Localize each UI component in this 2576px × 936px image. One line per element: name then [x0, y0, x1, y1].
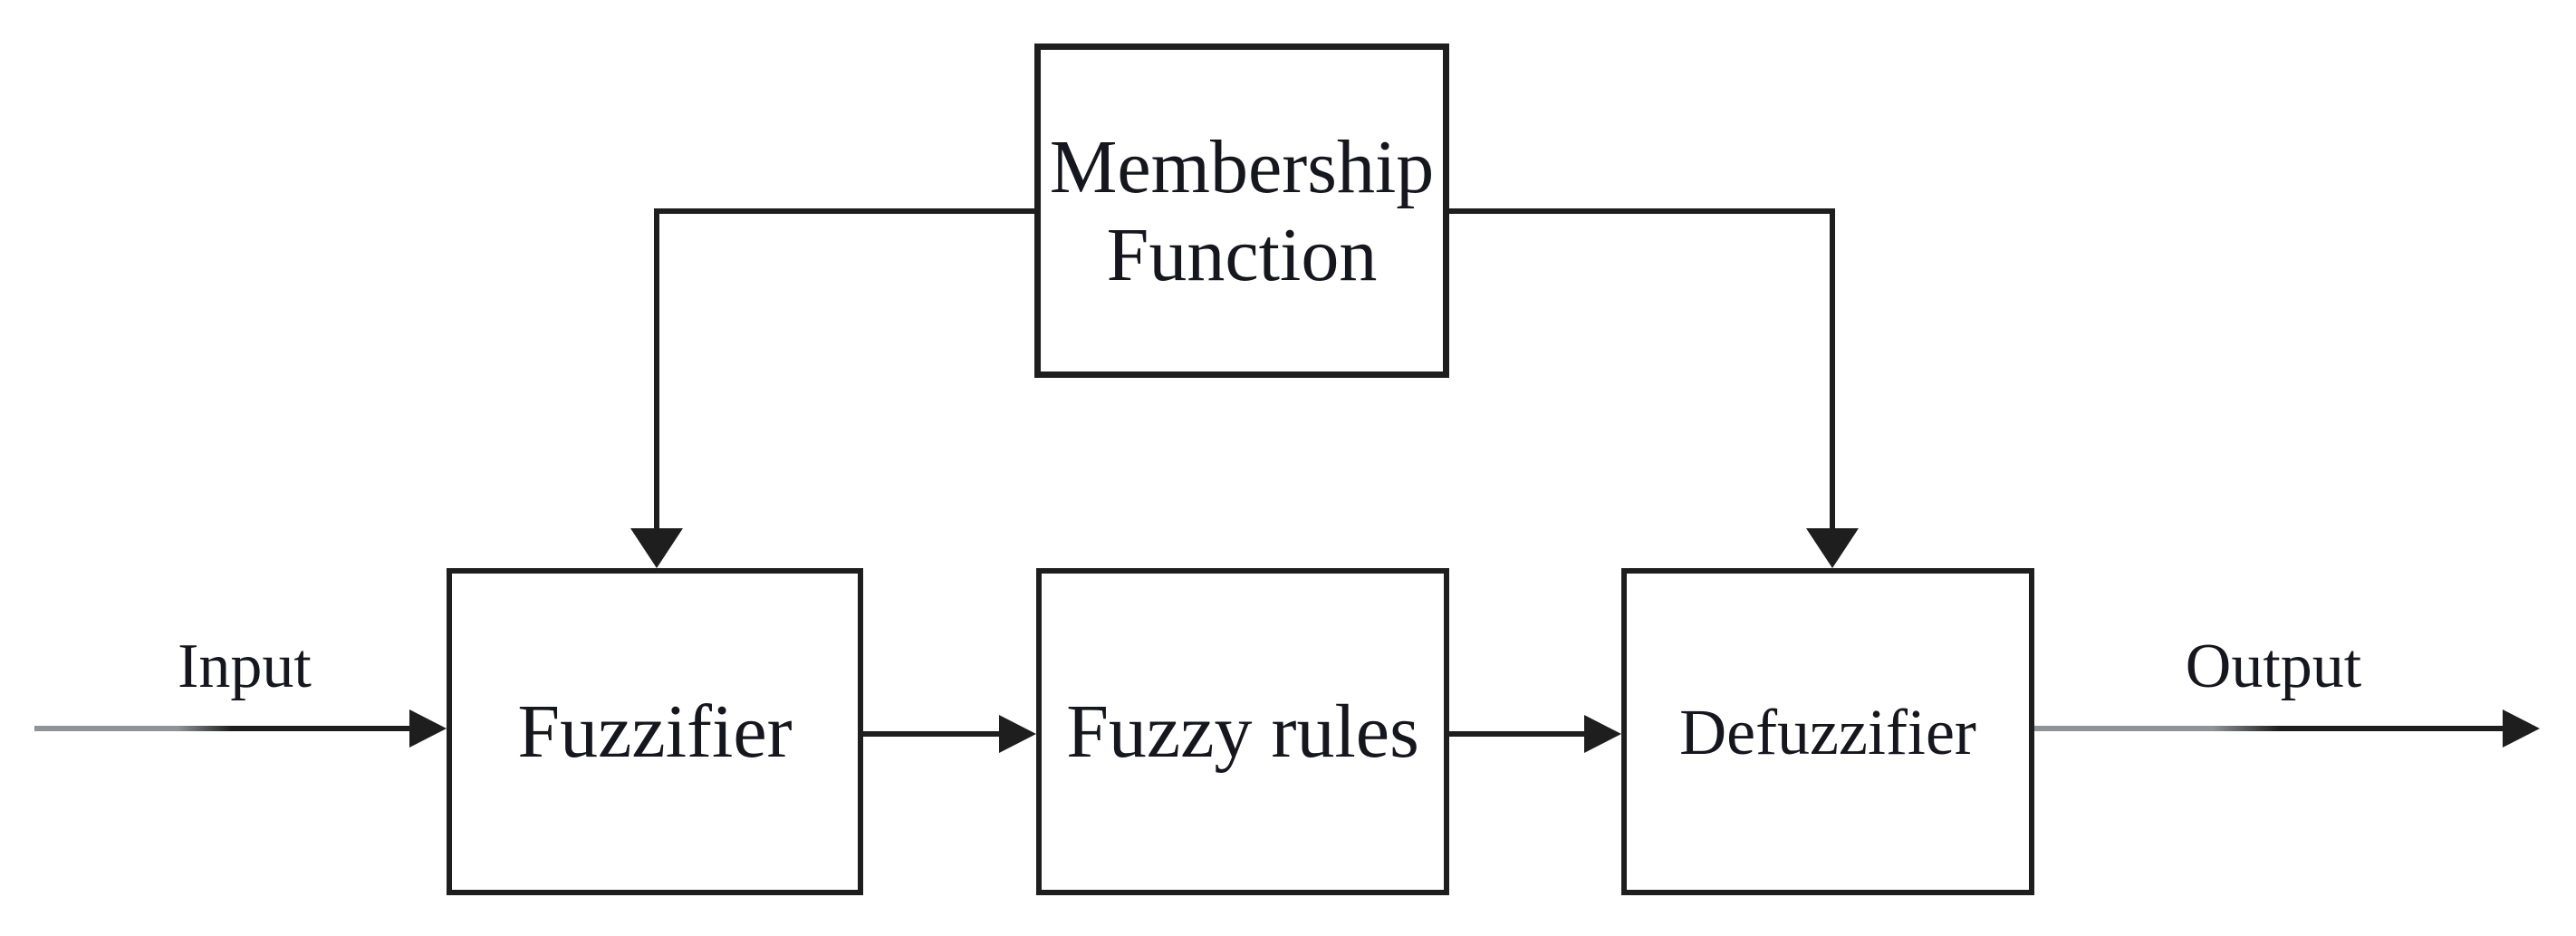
fuzzifier-label: Fuzzifier [517, 690, 793, 774]
membership-function-label: Membership Function [1050, 123, 1435, 299]
output-line [2034, 726, 2504, 731]
fuzzy-rules-label: Fuzzy rules [1066, 690, 1419, 774]
membership-function-box: Membership Function [1034, 43, 1449, 378]
fuzzyrules-to-defuzzifier-line [1449, 731, 1585, 737]
membership-to-defuzzifier-hline [1449, 208, 1832, 214]
input-arrowhead-icon [409, 709, 447, 748]
membership-label-line1: Membership [1049, 124, 1435, 209]
defuzzifier-label: Defuzzifier [1679, 695, 1976, 768]
fuzzy-rules-box: Fuzzy rules [1036, 568, 1449, 895]
fuzzifier-to-fuzzyrules-arrowhead-icon [999, 715, 1036, 753]
input-label: Input [178, 632, 312, 701]
membership-to-fuzzifier-arrowhead-icon [630, 528, 683, 568]
membership-to-fuzzifier-vline [654, 208, 659, 535]
input-line [34, 726, 413, 731]
membership-to-defuzzifier-arrowhead-icon [1806, 528, 1859, 568]
fuzzifier-box: Fuzzifier [447, 568, 863, 895]
defuzzifier-box: Defuzzifier [1621, 568, 2034, 895]
membership-label-line2: Function [1106, 212, 1378, 297]
output-label: Output [2185, 632, 2362, 701]
membership-to-defuzzifier-vline [1830, 208, 1835, 535]
membership-to-fuzzifier-hline [657, 208, 1034, 214]
fuzzyrules-to-defuzzifier-arrowhead-icon [1584, 715, 1621, 753]
fuzzifier-to-fuzzyrules-line [863, 731, 1001, 737]
output-arrowhead-icon [2503, 709, 2540, 748]
